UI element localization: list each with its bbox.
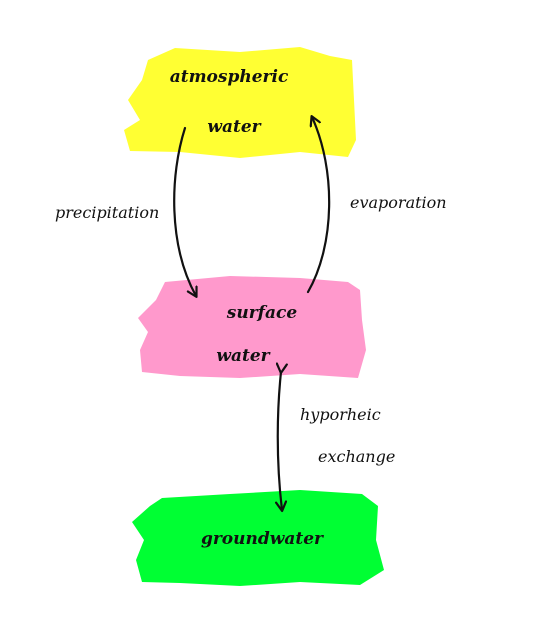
surface-water-fill bbox=[138, 276, 366, 378]
surface-water-label-line1: surface bbox=[226, 303, 298, 323]
evaporation-label: evaporation bbox=[350, 193, 447, 212]
evaporation-arrow bbox=[306, 117, 331, 294]
atmospheric-water-label-line2: water bbox=[207, 117, 261, 137]
atmospheric-water-box: atmospheric water bbox=[124, 47, 356, 158]
groundwater-box: groundwater bbox=[132, 490, 384, 586]
precipitation-arrow bbox=[173, 126, 196, 296]
surface-water-label-line2: water bbox=[216, 346, 270, 366]
atmospheric-water-label-line1: atmospheric bbox=[170, 67, 289, 87]
hyporheic-label-line2: exchange bbox=[318, 447, 395, 466]
atmospheric-water-fill bbox=[124, 47, 356, 158]
precipitation-label: precipitation bbox=[55, 203, 159, 222]
groundwater-fill bbox=[132, 490, 384, 586]
surface-water-box: surface water bbox=[138, 276, 366, 378]
hyporheic-exchange-arrow bbox=[278, 372, 282, 510]
hyporheic-label-line1: hyporheic bbox=[300, 405, 381, 424]
groundwater-label: groundwater bbox=[201, 529, 324, 549]
